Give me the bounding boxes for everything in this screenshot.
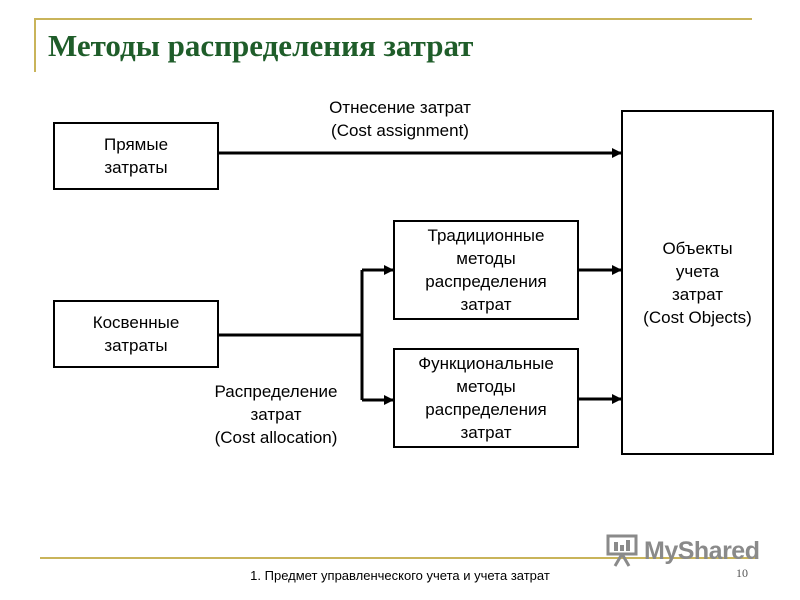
label-allocation-line-2: затрат: [250, 405, 302, 424]
label-allocation-line-1: Распределение: [214, 382, 338, 401]
box-objects-line-1: Объекты: [662, 238, 733, 258]
label-cost-assignment: Отнесение затрат (Cost assignment): [300, 96, 500, 142]
box-direct-line-1: Прямые: [103, 135, 169, 154]
page-number: 10: [736, 566, 748, 580]
footer-line: [40, 557, 758, 559]
label-assignment-line-2: (Cost assignment): [331, 121, 469, 140]
box-objects-line-4: (Cost Objects): [643, 307, 752, 327]
box-cost-objects: Объекты учета затрат (Cost Objects): [621, 110, 774, 455]
box-traditional-line-2: методы: [456, 249, 516, 268]
box-direct-costs: Прямые затраты: [53, 122, 219, 190]
box-traditional-methods: Традиционные методы распределения затрат: [393, 220, 579, 320]
box-indirect-costs: Косвенные затраты: [53, 300, 219, 368]
presentation-board-icon: [606, 534, 638, 567]
box-functional-line-4: затрат: [460, 423, 512, 442]
box-functional-line-3: распределения: [425, 400, 547, 419]
label-cost-allocation: Распределение затрат (Cost allocation): [186, 380, 366, 449]
box-direct-line-2: затраты: [104, 158, 168, 177]
header-left-line: [34, 18, 36, 72]
label-allocation-line-3: (Cost allocation): [214, 428, 338, 447]
box-traditional-line-3: распределения: [425, 272, 547, 291]
box-traditional-line-1: Традиционные: [427, 226, 545, 245]
header-top-line: [34, 18, 752, 20]
footer-text: 1. Предмет управленческого учета и учета…: [250, 568, 550, 583]
box-indirect-line-1: Косвенные: [92, 313, 180, 332]
logo: MyShared: [606, 534, 760, 568]
box-functional-methods: Функциональные методы распределения затрат: [393, 348, 579, 448]
box-traditional-line-4: затрат: [460, 295, 512, 314]
box-indirect-line-2: затраты: [104, 336, 168, 355]
page-title: Методы распределения затрат: [48, 28, 474, 63]
box-functional-line-1: Функциональные: [418, 354, 554, 373]
label-assignment-line-1: Отнесение затрат: [329, 98, 471, 117]
logo-text: MyShared: [644, 536, 760, 565]
box-objects-line-3: затрат: [672, 284, 723, 304]
box-functional-line-2: методы: [456, 377, 516, 396]
box-objects-line-2: учета: [675, 261, 720, 281]
